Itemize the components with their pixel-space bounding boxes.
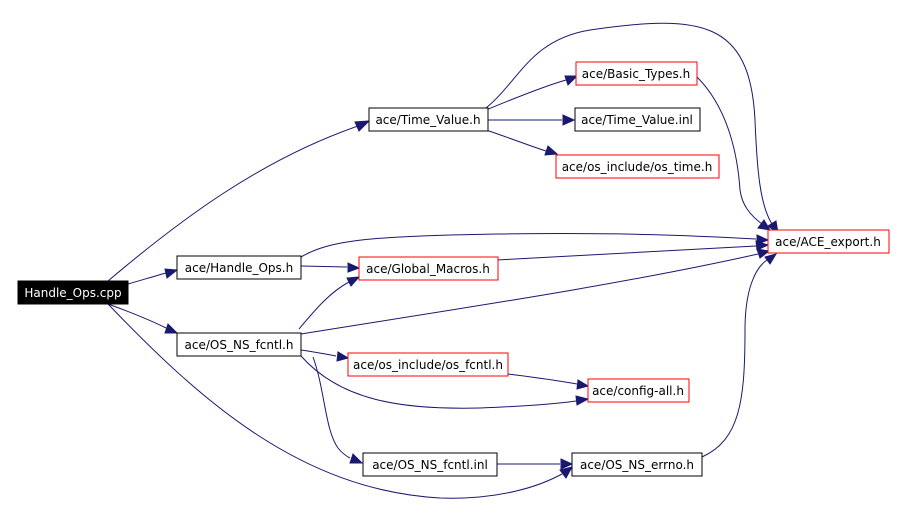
edges bbox=[107, 22, 779, 499]
edge-handle-ops-h-to-global-macros-h bbox=[300, 262, 361, 273]
edge-os-ns-fcntl-h-to-os-ns-fcntl-inl bbox=[312, 356, 364, 464]
node-label: ace/Global_Macros.h bbox=[366, 262, 490, 276]
node-box bbox=[587, 378, 690, 403]
node-label: ace/ACE_export.h bbox=[775, 235, 881, 249]
edge-handle-ops-cpp-to-os-ns-fcntl-h bbox=[107, 303, 179, 334]
node-label: ace/os_include/os_time.h bbox=[562, 160, 713, 174]
node-box bbox=[574, 107, 701, 132]
edge-os-fcntl-h-to-config-all-h bbox=[507, 373, 590, 390]
node-time-value-inl[interactable]: ace/Time_Value.inl bbox=[574, 107, 701, 132]
node-ace-export-h[interactable]: ace/ACE_export.h bbox=[767, 229, 890, 254]
node-global-macros-h[interactable]: ace/Global_Macros.h bbox=[358, 256, 499, 281]
node-os-fcntl-h[interactable]: ace/os_include/os_fcntl.h bbox=[347, 352, 509, 377]
node-os-ns-errno-h[interactable]: ace/OS_NS_errno.h bbox=[571, 452, 703, 477]
node-time-value-h[interactable]: ace/Time_Value.h bbox=[368, 107, 489, 132]
edge-time-value-h-to-basic-types-h bbox=[485, 75, 579, 111]
node-box bbox=[571, 452, 703, 477]
edge-os-ns-fcntl-inl-to-os-ns-errno-h bbox=[497, 458, 574, 470]
nodes: Handle_Ops.cpp ace/Handle_Ops.h ace/OS_N… bbox=[17, 61, 890, 477]
node-os-time-h[interactable]: ace/os_include/os_time.h bbox=[555, 154, 720, 179]
edge-os-ns-fcntl-h-to-os-fcntl-h bbox=[300, 349, 350, 362]
node-box bbox=[176, 332, 302, 357]
node-config-all-h[interactable]: ace/config-all.h bbox=[587, 378, 690, 403]
node-box bbox=[368, 107, 489, 132]
node-box bbox=[347, 352, 509, 377]
node-label: ace/Time_Value.h bbox=[375, 113, 480, 127]
node-box bbox=[575, 61, 698, 86]
node-handle-ops-cpp[interactable]: Handle_Ops.cpp bbox=[17, 280, 129, 305]
edge-basic-types-h-to-ace-export-h bbox=[696, 76, 771, 231]
node-label: Handle_Ops.cpp bbox=[24, 286, 121, 300]
edge-handle-ops-h-to-ace-export-h bbox=[300, 232, 770, 258]
node-box bbox=[555, 154, 720, 179]
node-box bbox=[358, 256, 499, 281]
node-box bbox=[176, 255, 302, 280]
node-label: ace/Time_Value.inl bbox=[581, 113, 693, 127]
node-label: ace/config-all.h bbox=[592, 384, 684, 398]
edge-os-ns-fcntl-h-to-ace-export-h bbox=[300, 248, 771, 335]
edge-handle-ops-cpp-to-os-ns-errno-h bbox=[107, 303, 573, 499]
edge-os-ns-fcntl-h-to-config-all-h bbox=[300, 355, 590, 409]
edge-global-macros-h-to-ace-export-h bbox=[496, 240, 770, 261]
node-handle-ops-h[interactable]: ace/Handle_Ops.h bbox=[176, 255, 302, 280]
node-box bbox=[17, 280, 129, 305]
node-label: ace/Handle_Ops.h bbox=[185, 261, 293, 275]
edge-os-ns-errno-h-to-ace-export-h bbox=[701, 253, 778, 458]
node-label: ace/OS_NS_errno.h bbox=[580, 458, 694, 472]
node-os-ns-fcntl-inl[interactable]: ace/OS_NS_fcntl.inl bbox=[362, 452, 498, 477]
node-label: ace/os_include/os_fcntl.h bbox=[353, 358, 503, 372]
edge-handle-ops-cpp-to-handle-ops-h bbox=[127, 268, 179, 285]
node-label: ace/OS_NS_fcntl.inl bbox=[372, 458, 488, 472]
node-basic-types-h[interactable]: ace/Basic_Types.h bbox=[575, 61, 698, 86]
edge-time-value-h-to-time-value-inl bbox=[488, 114, 576, 126]
edge-handle-ops-cpp-to-time-value-h bbox=[107, 120, 371, 282]
node-box bbox=[362, 452, 498, 477]
node-label: ace/Basic_Types.h bbox=[582, 67, 690, 81]
node-os-ns-fcntl-h[interactable]: ace/OS_NS_fcntl.h bbox=[176, 332, 302, 357]
edge-time-value-h-to-os-time-h bbox=[485, 129, 559, 156]
node-label: ace/OS_NS_fcntl.h bbox=[185, 338, 294, 352]
edge-os-ns-fcntl-h-to-global-macros-h bbox=[298, 276, 361, 330]
node-box bbox=[767, 229, 890, 254]
